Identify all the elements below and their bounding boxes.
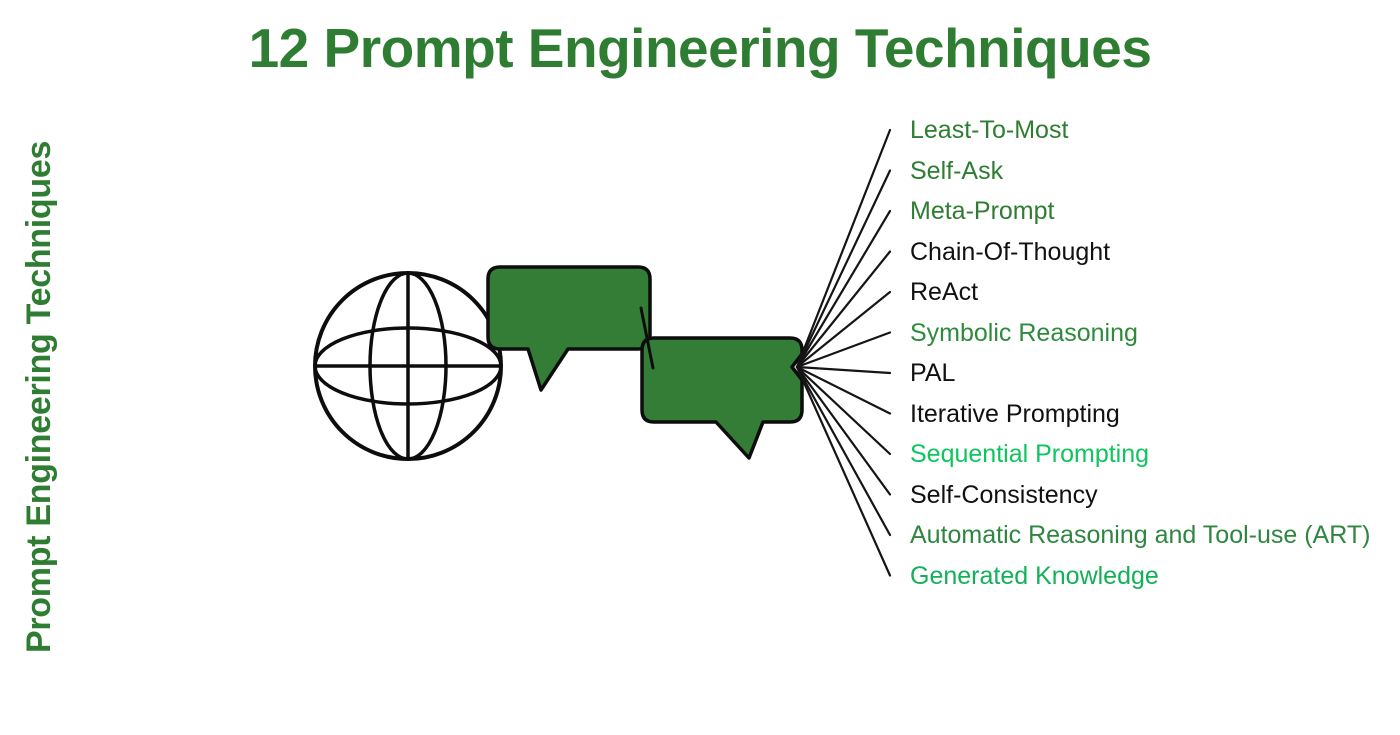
fan-line <box>795 331 892 369</box>
fan-line <box>795 250 892 369</box>
fan-line <box>795 365 892 537</box>
technique-label: Self-Consistency <box>910 480 1098 509</box>
technique-label: Iterative Prompting <box>910 399 1120 428</box>
slash-mark-icon <box>639 306 655 370</box>
technique-label: Self-Ask <box>910 156 1004 185</box>
fan-line <box>795 365 892 415</box>
speech-bubble-icon <box>640 336 804 460</box>
fan-line <box>795 365 892 496</box>
technique-label: ReAct <box>910 278 979 306</box>
fan-lines <box>795 128 892 577</box>
fan-line <box>795 365 892 375</box>
fan-line <box>795 128 892 369</box>
globe-icon <box>313 271 503 461</box>
technique-label: Meta-Prompt <box>910 197 1055 225</box>
technique-label: PAL <box>910 359 956 387</box>
fan-line <box>795 290 892 369</box>
fan-line <box>795 365 892 456</box>
page-title: 12 Prompt Engineering Techniques <box>248 17 1152 79</box>
technique-label: Sequential Prompting <box>910 440 1150 468</box>
technique-label: Chain-Of-Thought <box>910 237 1111 266</box>
technique-label: Least-To-Most <box>910 116 1069 144</box>
technique-label: Generated Knowledge <box>910 561 1159 590</box>
technique-label: Automatic Reasoning and Tool-use (ART) <box>910 521 1371 549</box>
fan-line <box>795 169 892 369</box>
fan-line <box>795 365 892 577</box>
fan-line <box>795 209 892 369</box>
technique-label: Symbolic Reasoning <box>910 318 1138 347</box>
speech-bubble-icon <box>486 265 652 392</box>
